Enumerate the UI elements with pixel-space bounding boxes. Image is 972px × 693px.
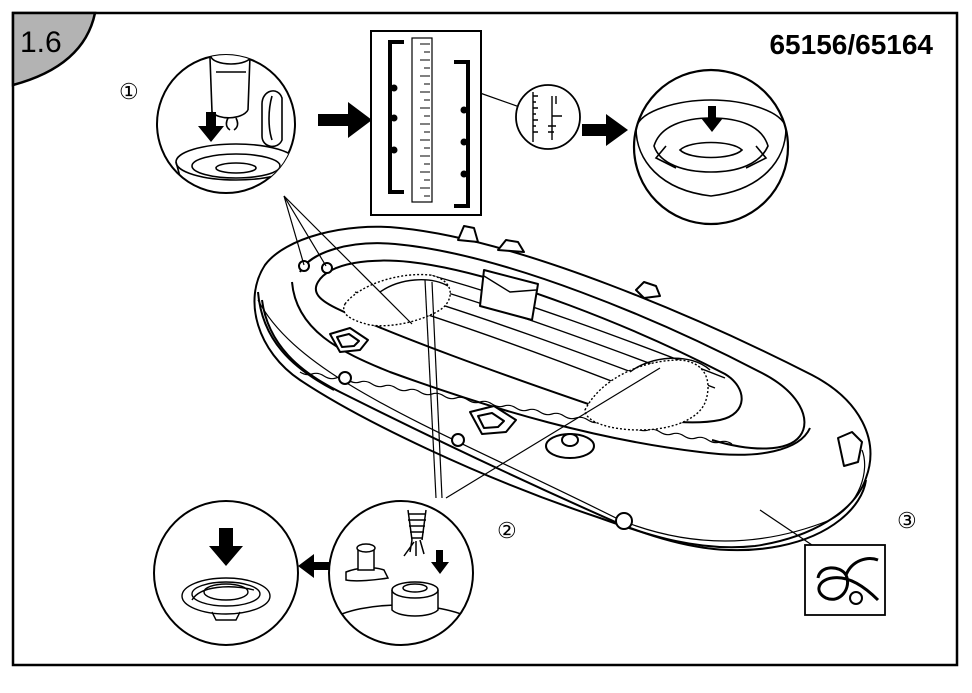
step-3-label: ③ bbox=[897, 508, 917, 533]
pump-hose-detail bbox=[328, 500, 474, 646]
pressure-gauge bbox=[370, 30, 482, 216]
step-badge-label: 1.6 bbox=[20, 26, 62, 59]
down-arrow-icon bbox=[198, 112, 224, 142]
valve-detail bbox=[156, 54, 296, 194]
down-arrow-icon-2 bbox=[701, 106, 723, 132]
rope-knot-detail bbox=[804, 544, 886, 616]
down-arrow-icon-4 bbox=[431, 550, 449, 574]
left-arrow-icon bbox=[298, 554, 330, 578]
step-2-label: ② bbox=[497, 518, 517, 543]
gauge-magnifier bbox=[515, 84, 581, 150]
inflatable-boat bbox=[253, 225, 872, 552]
step-badge: 1.6 bbox=[11, 11, 97, 87]
valve-plug-detail bbox=[153, 500, 299, 646]
model-numbers: 65156/65164 bbox=[769, 29, 933, 60]
right-arrow-icon bbox=[318, 102, 372, 138]
leader-lines bbox=[283, 92, 813, 546]
valve-cap-detail bbox=[632, 68, 790, 226]
down-arrow-icon-3 bbox=[209, 528, 243, 566]
step-1-label: ① bbox=[119, 79, 139, 104]
right-arrow-icon-2 bbox=[582, 114, 628, 146]
